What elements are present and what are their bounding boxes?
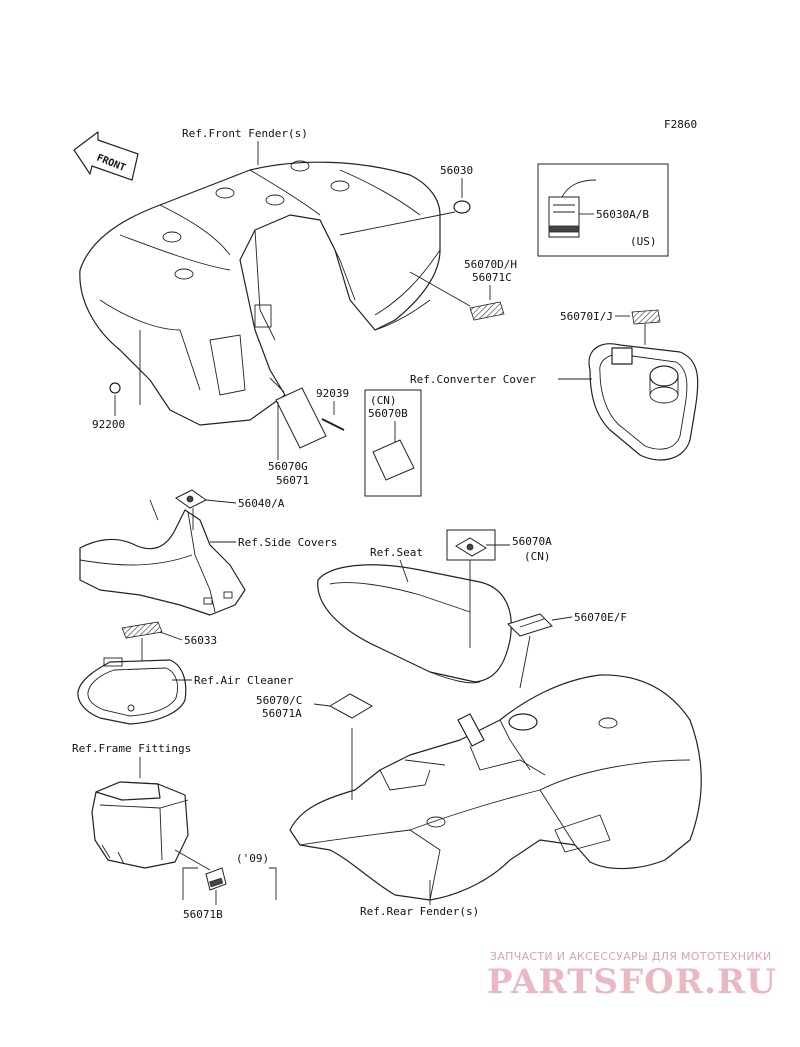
label-ref-rear-fender: Ref.Rear Fender(s) [360, 905, 479, 918]
label-ref-converter-cover: Ref.Converter Cover [410, 373, 536, 386]
label-56071b: 56071B [183, 908, 223, 921]
side-covers [79, 499, 246, 616]
label-56070b: 56070B [368, 407, 408, 420]
figure-id: F2860 [664, 118, 697, 131]
screw-92039 [321, 418, 345, 431]
sticker-56070ef [507, 613, 553, 637]
watermark-logo: PARTSFOR.RU [487, 962, 777, 1002]
label-56070ij: 56070I/J [560, 310, 613, 323]
label-ref-air-cleaner: Ref.Air Cleaner [194, 674, 294, 687]
front-arrow-icon: FRONT [73, 131, 139, 181]
sticker-56033 [121, 621, 163, 639]
sticker-56070c [328, 693, 374, 719]
label-56030ab: 56030A/B [596, 208, 649, 221]
grommet-56030 [453, 200, 471, 214]
label-ref-front-fender: Ref.Front Fender(s) [182, 127, 308, 140]
label-56070dh: 56070D/H [464, 258, 517, 271]
sticker-56070dh [469, 301, 505, 321]
front-fender [79, 160, 441, 426]
converter-cover [588, 343, 699, 461]
label-56070g: 56070G [268, 460, 308, 473]
label-ref-frame-fittings: Ref.Frame Fittings [72, 742, 191, 755]
box-56030ab: 56030A/B (US) [537, 163, 669, 257]
box-56070b: (CN) 56070B [364, 389, 422, 497]
label-56070c: 56070/C [256, 694, 302, 707]
label-56040a: 56040/A [238, 497, 285, 510]
clip-92200 [109, 382, 121, 394]
label-cn2: (CN) [524, 550, 551, 563]
sticker-56070ij [631, 309, 661, 325]
label-cn1: (CN) [370, 394, 397, 407]
label-us: (US) [630, 235, 657, 248]
label-56071a: 56071A [262, 707, 302, 720]
label-92039: 92039 [316, 387, 349, 400]
label-ref-side-covers: Ref.Side Covers [238, 536, 337, 549]
label-56070ef: 56070E/F [574, 611, 627, 624]
box-56070a: 56070A (CN) [446, 529, 552, 648]
label-56070a: 56070A [512, 535, 552, 548]
label-56030: 56030 [440, 164, 473, 177]
label-92200: 92200 [92, 418, 125, 431]
air-cleaner-cover [77, 657, 187, 725]
label-56033: 56033 [184, 634, 217, 647]
rear-fender [289, 674, 702, 901]
label-56071: 56071 [276, 474, 309, 487]
sticker-56070g [275, 387, 327, 449]
box-56071b: ('09) 56071B [182, 852, 277, 921]
frame-fittings-box [91, 781, 189, 869]
seat [317, 564, 512, 684]
label-ref-seat: Ref.Seat [370, 546, 423, 559]
label-56071c: 56071C [472, 271, 512, 284]
label-y09: ('09) [236, 852, 269, 865]
watermark-tagline: ЗАПЧАСТИ И АКСЕССУАРЫ ДЛЯ МОТОТЕХНИКИ [490, 950, 772, 963]
